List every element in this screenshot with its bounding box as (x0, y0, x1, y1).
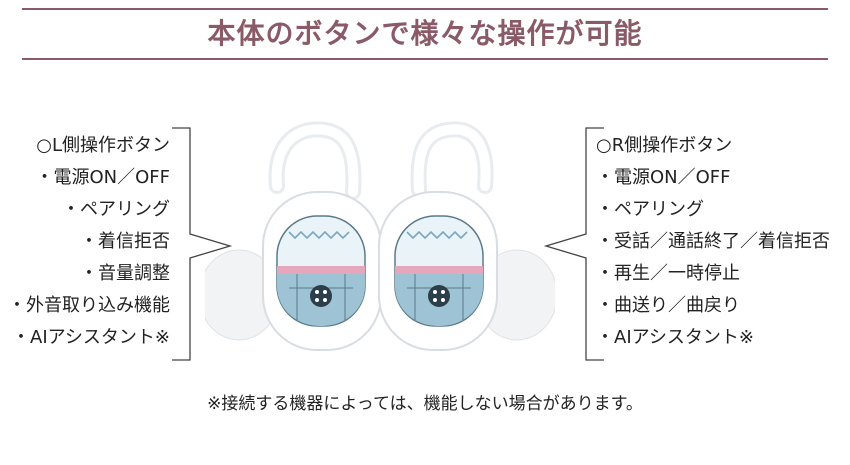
right-item: ・曲送り／曲戻り (596, 295, 740, 316)
right-item: ・AIアシスタント※ (596, 327, 754, 348)
right-item: ・ペアリング (596, 199, 704, 220)
page-title: 本体のボタンで様々な操作が可能 (207, 17, 643, 50)
right-button-functions: ○R側操作ボタン ・電源ON／OFF ・ペアリング ・受話／通話終了／着信拒否 … (596, 130, 830, 354)
left-earbud (205, 121, 382, 351)
right-earbud (378, 121, 555, 351)
left-item: ・音量調整 (80, 263, 170, 284)
left-button-functions: ○L側操作ボタン ・電源ON／OFF ・ペアリング ・着信拒否 ・音量調整 ・外… (0, 130, 170, 354)
left-bracket (172, 127, 233, 361)
left-item: ・AIアシスタント※ (12, 327, 170, 348)
right-item: ・再生／一時停止 (596, 263, 740, 284)
compatibility-note: ※接続する機器によっては、機能しない場合があります。 (207, 394, 643, 414)
earbuds-illustration (205, 121, 555, 351)
left-heading: ○L側操作ボタン (36, 135, 170, 156)
left-item: ・外音取り込み機能 (8, 295, 170, 316)
right-heading: ○R側操作ボタン (596, 135, 733, 156)
left-item: ・電源ON／OFF (35, 167, 170, 188)
right-bracket (543, 127, 604, 361)
right-item: ・受話／通話終了／着信拒否 (596, 231, 830, 252)
left-item: ・ペアリング (62, 199, 170, 220)
title-rule-top (22, 8, 828, 10)
right-item: ・電源ON／OFF (596, 167, 731, 188)
left-item: ・着信拒否 (80, 231, 170, 252)
title-rule-bottom (22, 58, 828, 60)
